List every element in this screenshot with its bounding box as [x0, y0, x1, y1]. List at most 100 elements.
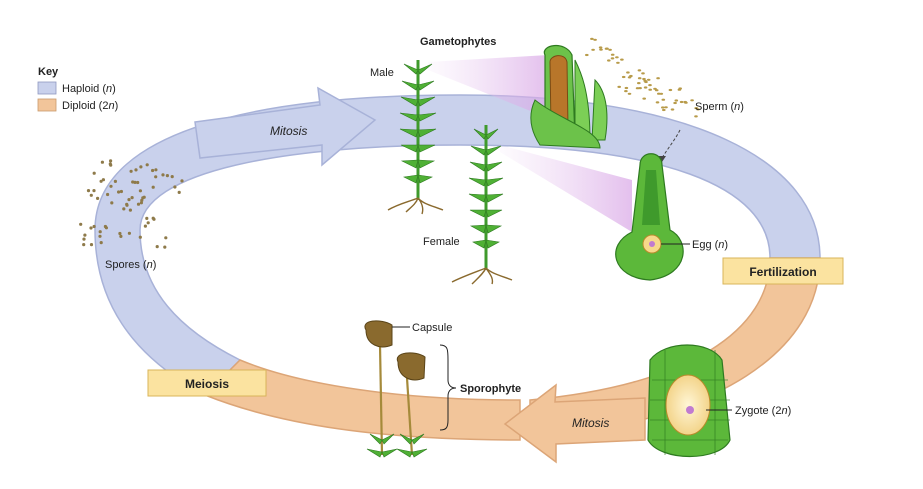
egg-label: Egg (n): [692, 239, 728, 251]
spore-dot: [92, 224, 96, 229]
key-title: Key: [38, 66, 59, 78]
spore-dot: [170, 175, 174, 179]
sperm-dot: [617, 85, 621, 88]
sperm-dot: [668, 88, 673, 92]
sperm-dot: [642, 77, 646, 81]
spore-dot: [108, 162, 112, 166]
male-moss-plant: [387, 60, 444, 215]
antheridium: [530, 45, 608, 149]
spore-dot: [89, 226, 93, 230]
sperm-dot: [673, 101, 677, 105]
capsule-2: [396, 352, 426, 381]
spore-dot: [113, 179, 117, 183]
sperm-dot: [626, 71, 630, 74]
gametophytes-label: Gametophytes: [420, 36, 496, 48]
sperm-dot: [637, 77, 642, 80]
legend-key: Key Haploid (n) Diploid (2n): [37, 66, 118, 112]
sperm-dot: [644, 80, 648, 84]
spore-dot: [151, 168, 155, 173]
zygote-tissue: [647, 344, 731, 457]
spore-dot: [92, 189, 96, 193]
spore-dot: [125, 202, 129, 206]
female-moss-plant: [451, 125, 513, 285]
sperm-dot: [615, 56, 619, 59]
spore-dot: [82, 237, 86, 241]
spore-dot: [110, 201, 114, 205]
haploid-band: [94, 94, 821, 396]
sperm-dot: [627, 92, 632, 95]
spore-dot: [109, 159, 113, 163]
spore-dot: [119, 234, 123, 238]
spore-dot: [127, 198, 131, 202]
spore-dot: [139, 201, 143, 205]
sperm-dot: [679, 100, 684, 104]
spore-dot: [136, 180, 140, 185]
spore-dot: [118, 231, 122, 236]
spore-dot: [155, 245, 159, 249]
sperm-dot: [610, 57, 615, 60]
spore-dot: [103, 224, 107, 229]
sperm-dot: [694, 115, 698, 118]
spore-dot: [99, 241, 103, 245]
sperm-dot: [656, 77, 660, 80]
spores-label: Spores (n): [105, 259, 156, 271]
archegonium: [615, 153, 684, 281]
spore-dot: [140, 198, 144, 202]
sperm-dot: [670, 108, 675, 111]
sperm-dot: [655, 101, 660, 104]
spore-dot: [145, 216, 149, 220]
sperm-dot: [648, 84, 652, 87]
spore-dot: [173, 185, 177, 189]
sperm-dot: [620, 58, 624, 61]
sperm-dot: [642, 97, 646, 100]
spore-dot: [82, 243, 86, 247]
sperm-dot: [648, 88, 652, 91]
spore-dot: [127, 231, 131, 235]
sporophyte-label: Sporophyte: [460, 383, 521, 395]
spore-dot: [143, 224, 147, 228]
capsule-label: Capsule: [412, 322, 452, 334]
spore-dot: [180, 179, 184, 183]
mitosis-arrow-bottom: [503, 383, 646, 464]
sperm-dot: [659, 92, 664, 95]
sperm-label: Sperm (n): [695, 101, 744, 113]
spore-dot: [117, 190, 121, 194]
sperm-dot: [624, 86, 629, 90]
sperm-dot: [664, 106, 668, 109]
sperm-dot: [627, 76, 632, 79]
sporophyte-bracket: [439, 344, 457, 431]
sperm-dot: [690, 99, 694, 102]
capsule-1: [364, 320, 393, 348]
sperm-dot: [621, 75, 626, 79]
spore-dot: [109, 184, 113, 188]
female-label: Female: [423, 236, 460, 248]
spore-dot: [154, 175, 158, 179]
sperm-dot: [646, 78, 651, 81]
male-label: Male: [370, 67, 394, 79]
sporophyte-plants: [364, 320, 428, 458]
spore-dot: [128, 208, 132, 212]
spore-dot: [100, 160, 104, 164]
sperm-cloud: [585, 37, 700, 118]
sperm-dot: [590, 37, 594, 41]
meiosis-label: Meiosis: [185, 377, 229, 391]
diploid-key-label: Diploid (2n): [62, 100, 118, 112]
sperm-dot: [683, 100, 687, 104]
spore-dot: [139, 165, 143, 169]
fertilization-box: Fertilization: [722, 257, 844, 285]
sperm-dot: [599, 48, 603, 51]
sperm-dot: [638, 87, 642, 90]
spore-dot: [98, 234, 102, 238]
spore-dot: [177, 190, 181, 194]
spore-dot: [145, 163, 149, 167]
diploid-swatch: [37, 98, 57, 112]
mitosis-arrow-top: [194, 86, 377, 167]
sperm-dot: [654, 89, 659, 92]
spore-dot: [92, 171, 96, 175]
zygote-label: Zygote (2n): [735, 405, 791, 417]
male-zoom-cone: [428, 55, 548, 118]
spore-dot: [138, 235, 142, 239]
sperm-dot: [585, 53, 589, 57]
spore-dot: [101, 178, 105, 182]
